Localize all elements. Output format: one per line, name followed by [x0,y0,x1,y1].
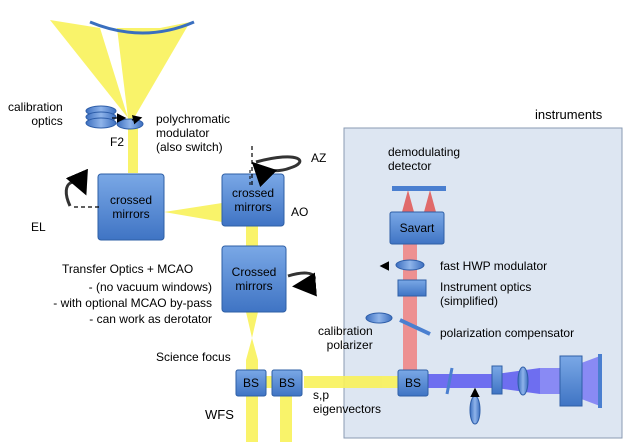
red-beam-split-left [402,190,414,212]
transfer-optics-title: Transfer Optics + MCAO [62,262,194,276]
primary-mirror [89,20,195,35]
yellow-beams [50,20,400,442]
sp-eigenvectors-label: s,p eigenvectors [313,388,382,416]
calibration-optics-label: calibration optics [8,100,63,128]
wfs-label: WFS [205,407,234,422]
bs3-box [397,369,429,397]
calibration-optics-icon [85,105,117,129]
blue-beam-block-icon [491,365,503,395]
crossed-mirrors-ao-label: crossed mirrors [231,186,275,214]
instruments-label: instruments [535,107,603,122]
bs1-box [235,369,267,397]
modulator-arrow-icon [131,115,143,125]
polychromatic-modulator-label: polychromatic modulator (also switch) [156,112,231,154]
calibration-polarizer-icon [365,312,393,324]
blue-beam-focal-plane [598,354,602,408]
savart-box [389,211,445,245]
blue-beam-lens-icon [517,366,529,396]
science-focus-label: Science focus [156,350,231,364]
fast-hwp-modulator-icon [395,259,425,271]
az-label: AZ [311,151,327,165]
transfer-optics-note-2: - with optional MCAO by-pass [53,296,212,310]
f2-label: F2 [110,135,125,149]
transfer-optics-note-1: - (no vacuum windows) [88,280,212,294]
ao-label: AO [291,205,309,219]
savart-label: Savart [399,221,435,235]
bs2-box [271,369,303,397]
blue-beam-grating-box [559,355,583,407]
demodulating-detector-label: demodulating detector [388,145,461,173]
polarization-compensator-label: polarization compensator [440,326,575,340]
red-beam-split-right [424,190,436,212]
calibration-polarizer-label: calibration polarizer [318,324,373,352]
instrument-optics-box [397,279,427,297]
az-rotation-icon [251,155,302,188]
crossed-mirrors-transfer-box [221,245,287,313]
bs3-label: BS [404,376,421,390]
bs2-label: BS [278,376,295,390]
polychromatic-modulator-icon [116,118,144,130]
wfs-lens-icon [469,395,481,425]
bs1-label: BS [242,376,259,390]
transfer-optics-note-3: - can work as derotator [89,312,212,326]
demodulating-detector-bar [392,186,446,191]
crossed-mirrors-transfer-label: Crossed mirrors [231,265,277,293]
polarization-compensator-icon [399,318,431,336]
fast-hwp-modulator-label: fast HWP modulator [440,259,548,273]
el-rotation-icon [64,168,88,207]
crossed-mirrors-left-label: crossed mirrors [109,193,153,221]
transfer-rotation-icon [287,271,317,297]
instrument-optics-label: Instrument optics (simplified) [440,280,532,308]
el-label: EL [31,220,46,234]
blue-beam-plate-icon [445,367,454,395]
